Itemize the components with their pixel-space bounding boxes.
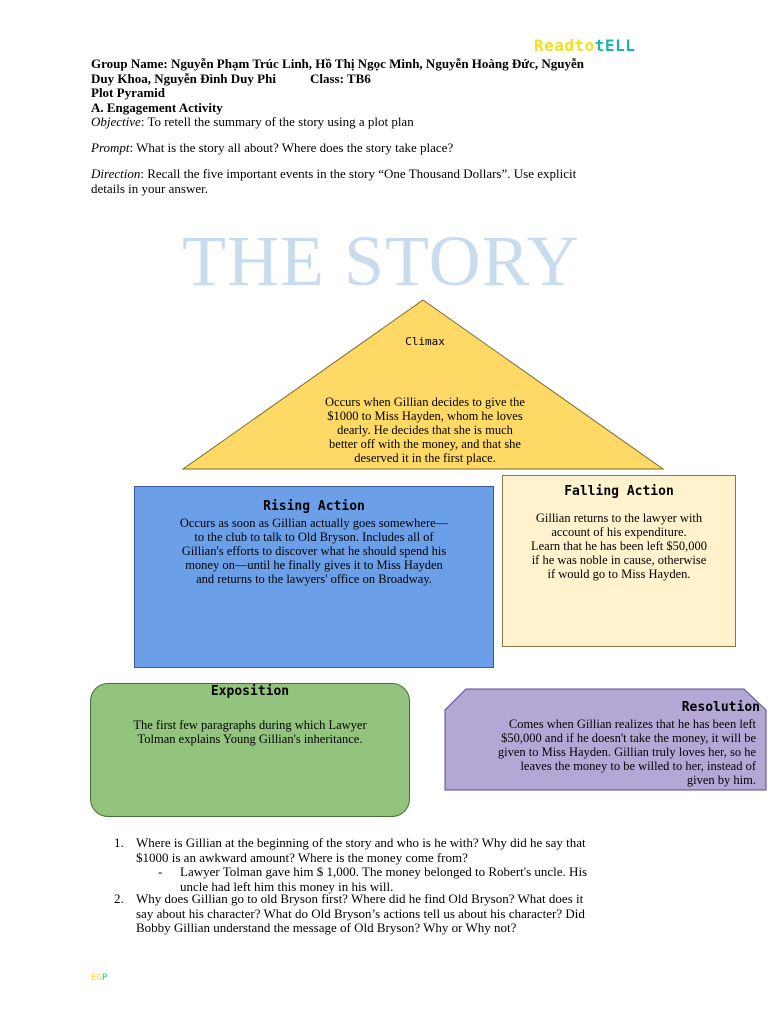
footer-part2: P <box>101 973 108 983</box>
exposition-line: The first few paragraphs during which La… <box>133 718 367 732</box>
resolution-text: Comes when Gillian realizes that he has … <box>448 717 756 787</box>
question-1: Where is Gillian at the beginning of the… <box>136 835 736 865</box>
climax-line: better off with the money, and that she <box>329 437 521 451</box>
falling-action-title: Falling Action <box>564 484 674 499</box>
falling-line: Learn that he has been left $50,000 <box>531 539 707 553</box>
objective-line: Objective: To retell the summary of the … <box>91 114 691 130</box>
resolution-line: given by him. <box>686 773 756 787</box>
rising-line: Occurs as soon as Gillian actually goes … <box>179 516 449 530</box>
exposition-box: Exposition The first few paragraphs duri… <box>90 683 410 817</box>
group-members-line2: Duy Khoa, Nguyễn Đình Duy Phi <box>91 70 276 86</box>
resolution-line: leaves the money to be willed to her, in… <box>520 759 756 773</box>
rising-line: and returns to the lawyers' office on Br… <box>196 572 432 586</box>
brand-logo: ReadtotELL <box>534 36 635 55</box>
climax-line: dearly. He decides that she is much <box>337 423 513 437</box>
footer-mark: EGP <box>91 973 107 983</box>
answer-1: Lawyer Tolman gave him $ 1,000. The mone… <box>180 864 740 894</box>
question-2-line: Why does Gillian go to old Bryson first?… <box>136 891 584 906</box>
direction-text-line1: : Recall the five important events in th… <box>140 166 577 181</box>
resolution-line: $50,000 and if he doesn't take the money… <box>501 731 756 745</box>
group-members-line1: Nguyễn Phạm Trúc Linh, Hồ Thị Ngọc Minh,… <box>170 56 584 71</box>
rising-line: Gillian's efforts to discover what he sh… <box>181 544 447 558</box>
falling-line: Gillian returns to the lawyer with <box>535 511 703 525</box>
rising-line: money on—until he finally gives it to Mi… <box>185 558 443 572</box>
prompt-text: : What is the story all about? Where doe… <box>129 140 454 155</box>
brand-part2: tELL <box>594 36 636 55</box>
resolution-line: Comes when Gillian realizes that he has … <box>508 717 756 731</box>
falling-line: if he was noble in cause, otherwise <box>531 553 707 567</box>
resolution-title: Resolution <box>681 700 760 715</box>
answer-1-line: uncle had left him this money in his wil… <box>180 878 394 894</box>
climax-triangle <box>181 299 665 470</box>
brand-part1: Readto <box>534 36 595 55</box>
question-1-line: Where is Gillian at the beginning of the… <box>136 835 586 850</box>
section-title: A. Engagement Activity <box>91 99 223 115</box>
climax-line: deserved it in the first place. <box>354 451 496 465</box>
answer-1-dash: - <box>158 864 163 879</box>
answer-1-line: Lawyer Tolman gave him $ 1,000. The mone… <box>180 864 588 879</box>
question-2-number: 2. <box>114 891 124 906</box>
climax-text: Occurs when Gillian decides to give the … <box>290 395 560 465</box>
falling-action-box: Falling Action Gillian returns to the la… <box>502 475 736 647</box>
falling-line: account of his expenditure. <box>551 525 687 539</box>
class-label: Class: TB6 <box>309 70 371 86</box>
objective-text: : To retell the summary of the story usi… <box>140 114 414 129</box>
falling-line: if would go to Miss Hayden. <box>547 567 691 581</box>
direction-text-line2: details in your answer. <box>91 180 208 196</box>
question-2-line: say about his character? What do Old Bry… <box>136 905 585 921</box>
rising-action-text: Occurs as soon as Gillian actually goes … <box>135 516 493 586</box>
footer-part1: EG <box>91 973 102 983</box>
rising-line: to the club to talk to Old Bryson. Inclu… <box>194 530 434 544</box>
climax-line: $1000 to Miss Hayden, whom he loves <box>327 409 523 423</box>
direction-line: Direction: Recall the five important eve… <box>91 166 691 196</box>
objective-label: Objective <box>91 114 141 129</box>
watermark-title: THE STORY <box>182 221 580 301</box>
exposition-text: The first few paragraphs during which La… <box>91 718 409 746</box>
prompt-line: Prompt: What is the story all about? Whe… <box>91 140 691 156</box>
rising-action-title: Rising Action <box>263 499 365 514</box>
resolution-shape <box>444 688 767 791</box>
question-1-number: 1. <box>114 835 124 850</box>
question-2: Why does Gillian go to old Bryson first?… <box>136 891 736 936</box>
rising-action-box: Rising Action Occurs as soon as Gillian … <box>134 486 494 668</box>
resolution-line: given to Miss Hayden. Gillian truly love… <box>497 745 756 759</box>
question-2-line: Bobby Gillian understand the message of … <box>136 920 517 935</box>
climax-title: Climax <box>405 335 445 348</box>
question-1-line: $1000 is an awkward amount? Where is the… <box>136 849 468 865</box>
climax-line: Occurs when Gillian decides to give the <box>325 395 525 409</box>
exposition-line: Tolman explains Young Gillian's inherita… <box>137 732 363 746</box>
exposition-title: Exposition <box>210 684 290 699</box>
falling-action-text: Gillian returns to the lawyer with accou… <box>503 511 735 581</box>
page-title: Plot Pyramid <box>91 85 166 100</box>
group-label: Group Name: <box>91 56 168 71</box>
direction-label: Direction <box>91 166 141 181</box>
prompt-label: Prompt <box>91 140 130 155</box>
document-header: Group Name: Nguyễn Phạm Trúc Linh, Hồ Th… <box>91 56 691 130</box>
